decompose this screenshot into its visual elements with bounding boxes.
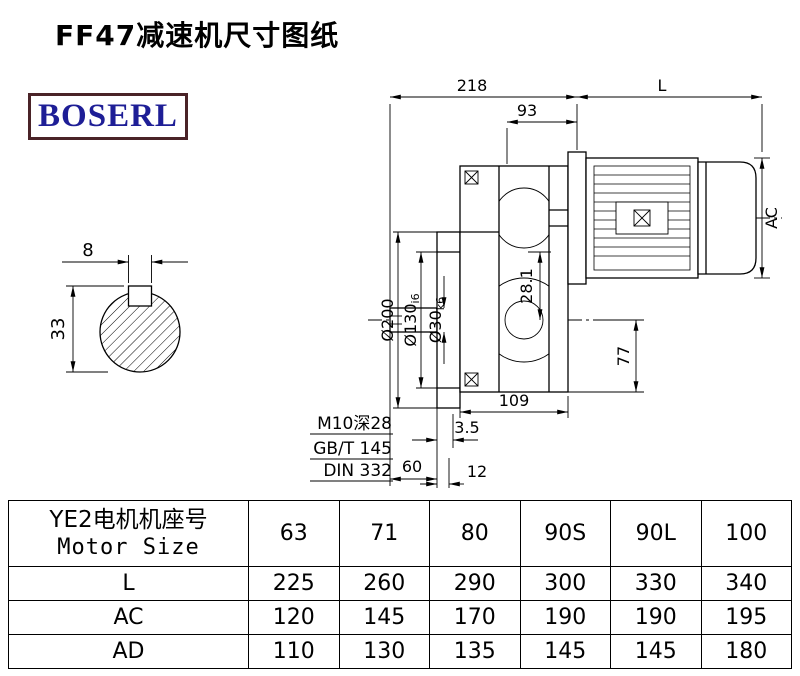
bolt-symbol-top: [464, 170, 479, 185]
dim-flange-od-label: Ø200: [378, 298, 397, 341]
value-cell: 225: [248, 566, 340, 601]
value-cell: 145: [338, 600, 430, 635]
dim-93-label: 93: [517, 101, 537, 120]
table-row-AD: AD 110 130 135 145 145 180: [8, 634, 792, 669]
motor-size-table: YE2电机机座号 Motor Size 63 71 80 90S 90L 100…: [8, 500, 792, 669]
shaft-section-view: 8 33: [48, 240, 188, 373]
size-90L-cell: 90L: [610, 500, 702, 567]
value-cell: 190: [610, 600, 702, 635]
page-title: FF47减速机尺寸图纸: [55, 19, 340, 52]
technical-drawing: 8 33: [48, 76, 782, 488]
motor-size-label-en: Motor Size: [57, 534, 200, 560]
value-cell: 120: [248, 600, 340, 635]
value-cell: 180: [700, 634, 792, 669]
size-71-cell: 71: [338, 500, 430, 567]
value-cell: 195: [700, 600, 792, 635]
value-cell: 145: [519, 634, 611, 669]
table-row-AC: AC 120 145 170 190 190 195: [8, 600, 792, 635]
dim-key-height-label: 33: [48, 318, 69, 341]
dimension-annotations: 218 L 93 AC 28.1 Ø200: [310, 76, 781, 488]
value-cell: 260: [338, 566, 430, 601]
size-100-cell: 100: [700, 500, 792, 567]
value-cell: 190: [519, 600, 611, 635]
fan-cover: [697, 161, 757, 275]
keyway: [127, 285, 153, 307]
dim-L-label: L: [658, 76, 667, 95]
size-63-cell: 63: [248, 500, 340, 567]
reducer-main-view: [368, 151, 782, 409]
motor-size-header-cell: YE2电机机座号 Motor Size: [8, 500, 249, 567]
value-cell: 170: [429, 600, 521, 635]
size-90S-cell: 90S: [519, 500, 611, 567]
dim-109-label: 109: [499, 391, 530, 410]
motor-size-label-cn: YE2电机机座号: [49, 506, 208, 533]
motor-adapter-flange: [567, 151, 587, 285]
row-label: L: [8, 566, 249, 601]
value-cell: 135: [429, 634, 521, 669]
dim-77-label: 77: [614, 346, 633, 366]
table-row-L: L 225 260 290 300 330 340: [8, 566, 792, 601]
row-label: AD: [8, 634, 249, 669]
value-cell: 330: [610, 566, 702, 601]
dim-218-label: 218: [457, 76, 488, 95]
table-header-row: YE2电机机座号 Motor Size 63 71 80 90S 90L 100: [8, 500, 792, 567]
size-80-cell: 80: [429, 500, 521, 567]
row-label: AC: [8, 600, 249, 635]
internal-gears: [499, 187, 549, 363]
value-cell: 340: [700, 566, 792, 601]
dim-12-label: 12: [467, 462, 487, 481]
value-cell: 145: [610, 634, 702, 669]
value-cell: 110: [248, 634, 340, 669]
dim-60-label: 60: [402, 457, 422, 476]
dim-3-5-label: 3.5: [454, 418, 479, 437]
dim-28-1-label: 28.1: [517, 268, 536, 304]
dim-shaft-dia-label: Ø30k6: [426, 297, 447, 343]
note-tapped-hole: M10深28: [317, 414, 392, 434]
boserl-logo: BOSERL: [28, 93, 188, 140]
value-cell: 300: [519, 566, 611, 601]
dim-AC-label: AC: [762, 207, 781, 229]
value-cell: 290: [429, 566, 521, 601]
value-cell: 130: [338, 634, 430, 669]
dim-key-width-label: 8: [82, 240, 93, 261]
bolt-symbol-bottom: [464, 372, 479, 387]
note-din-standard: DIN 332: [323, 461, 392, 481]
motor-fins: [593, 165, 691, 271]
dim-spigot-label: Ø130i6: [401, 293, 422, 346]
note-gb-standard: GB/T 145: [313, 439, 392, 459]
